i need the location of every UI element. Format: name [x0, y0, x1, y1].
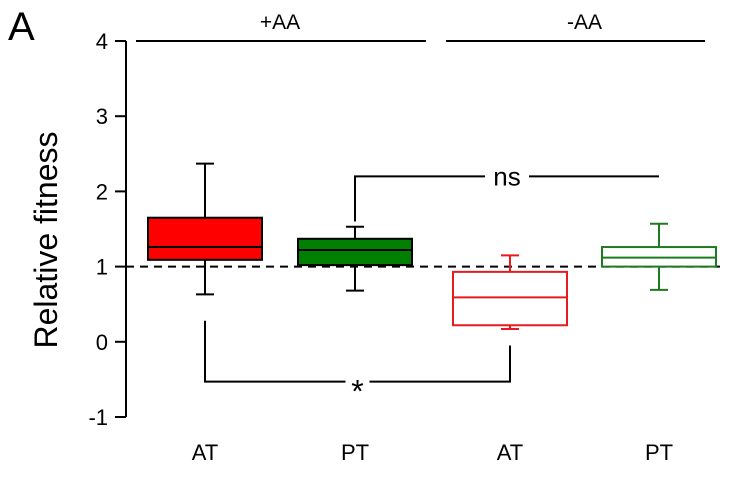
bracket-label-1: * — [351, 374, 363, 410]
bracket-label-bg-0 — [485, 160, 529, 193]
box-0 — [147, 216, 263, 261]
category-label-1: PT — [341, 440, 369, 465]
category-label-2: AT — [497, 440, 523, 465]
y-tick-label-3: 2 — [96, 179, 108, 204]
y-axis-label: Relative fitness — [28, 132, 64, 349]
bracket-label-bg-1 — [345, 365, 370, 398]
category-label-3: PT — [645, 440, 673, 465]
bracket-0 — [354, 175, 659, 222]
group-label-0: +AA — [260, 11, 300, 34]
y-tick-label-5: 4 — [96, 29, 108, 54]
category-label-0: AT — [192, 440, 218, 465]
bracket-label-0: ns — [493, 161, 520, 191]
box-1 — [297, 237, 413, 267]
panel-label: A — [8, 5, 35, 49]
y-tick-label-0: -1 — [88, 405, 108, 430]
group-label-1: -AA — [567, 11, 602, 34]
y-tick-label-1: 0 — [96, 330, 108, 355]
y-tick-label-4: 3 — [96, 104, 108, 129]
plot-area: -1 0 1 2 3 4 +AA -AA AT PT AT PT ns * — [88, 11, 720, 465]
y-tick-label-2: 1 — [96, 255, 108, 280]
box-2 — [452, 270, 568, 327]
